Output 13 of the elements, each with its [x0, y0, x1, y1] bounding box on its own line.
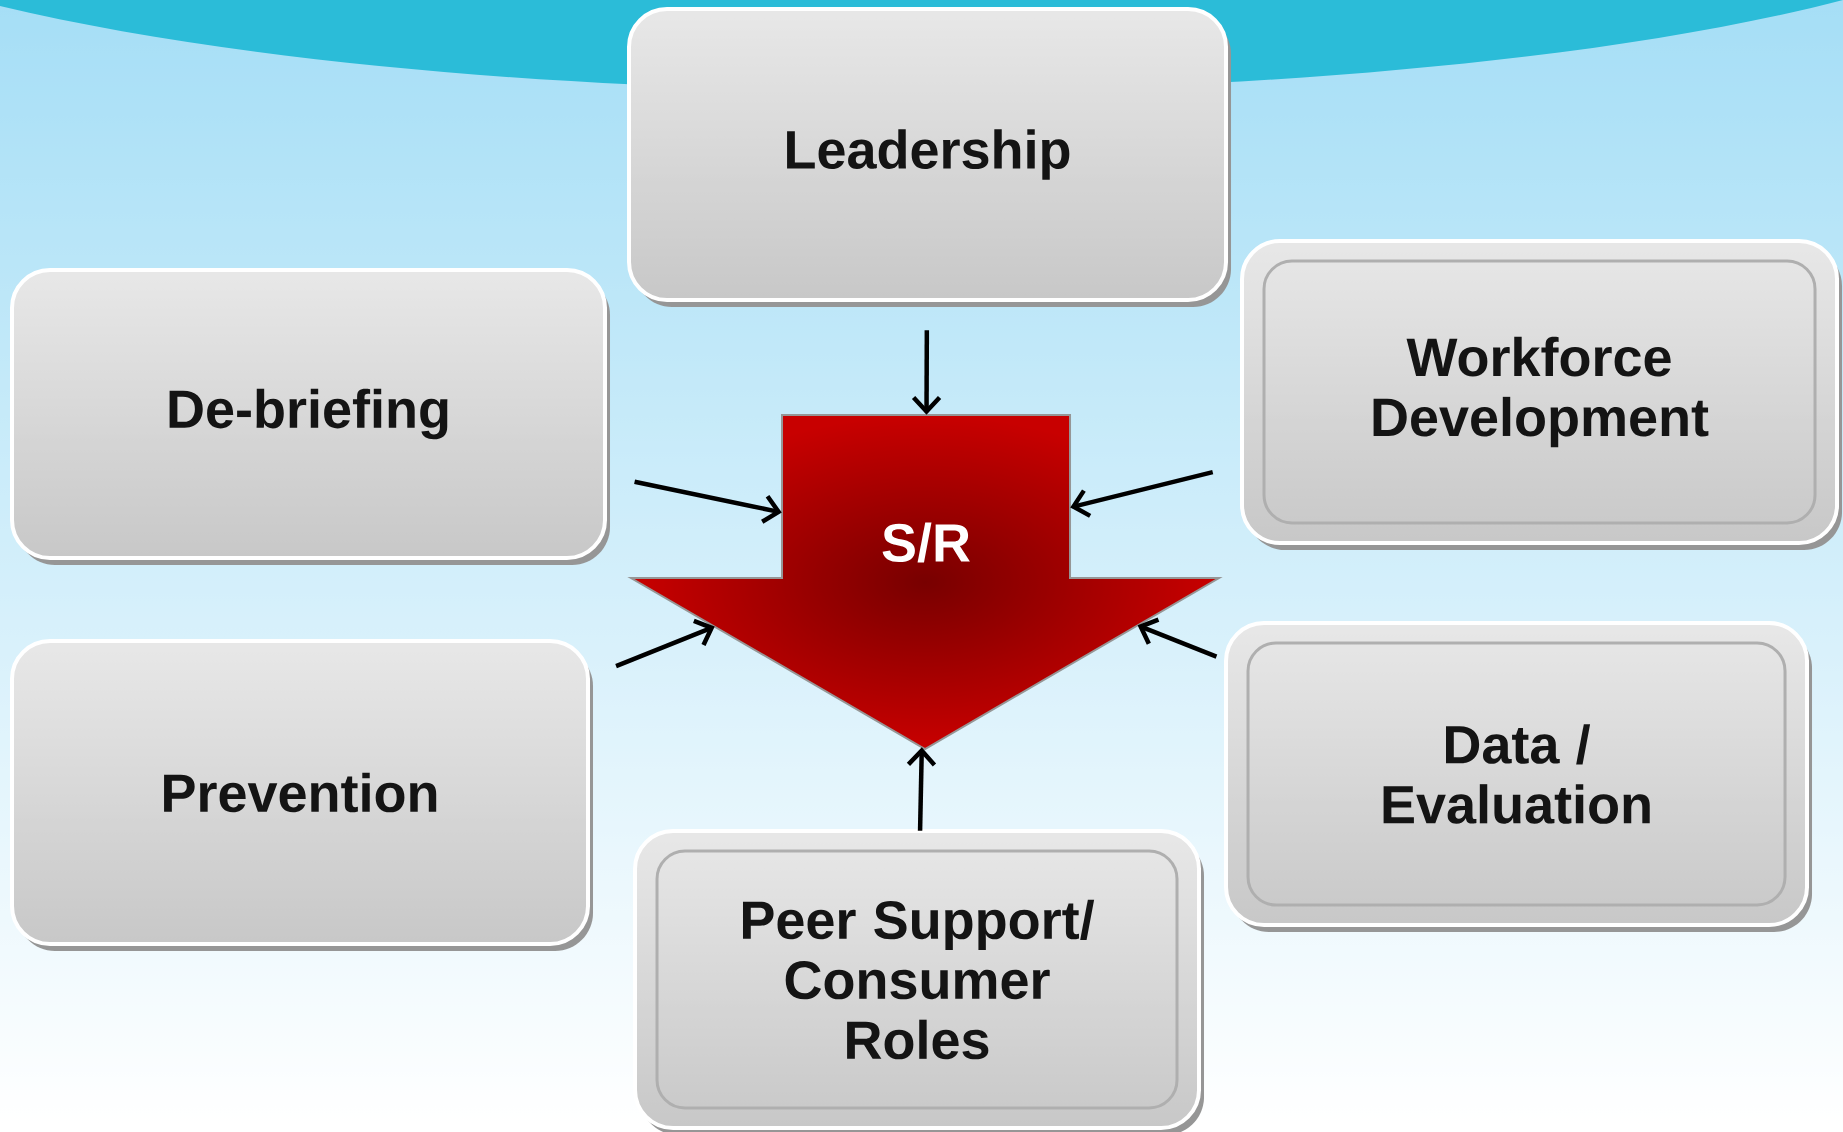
rounded-box: Leadership	[627, 7, 1231, 307]
center-block: S/R	[627, 414, 1223, 751]
rounded-box: Peer Support/ Consumer Roles	[633, 829, 1204, 1132]
rounded-box: Workforce Development	[1240, 239, 1843, 550]
arrow	[906, 747, 937, 831]
arrow	[615, 618, 715, 669]
rounded-box: Data / Evaluation	[1224, 621, 1813, 932]
arrow	[1070, 469, 1214, 518]
rounded-box: Prevention	[10, 639, 593, 951]
arrow	[911, 330, 942, 415]
arrow	[634, 479, 782, 524]
rounded-box: De-briefing	[10, 268, 610, 565]
arrow	[1137, 617, 1218, 659]
